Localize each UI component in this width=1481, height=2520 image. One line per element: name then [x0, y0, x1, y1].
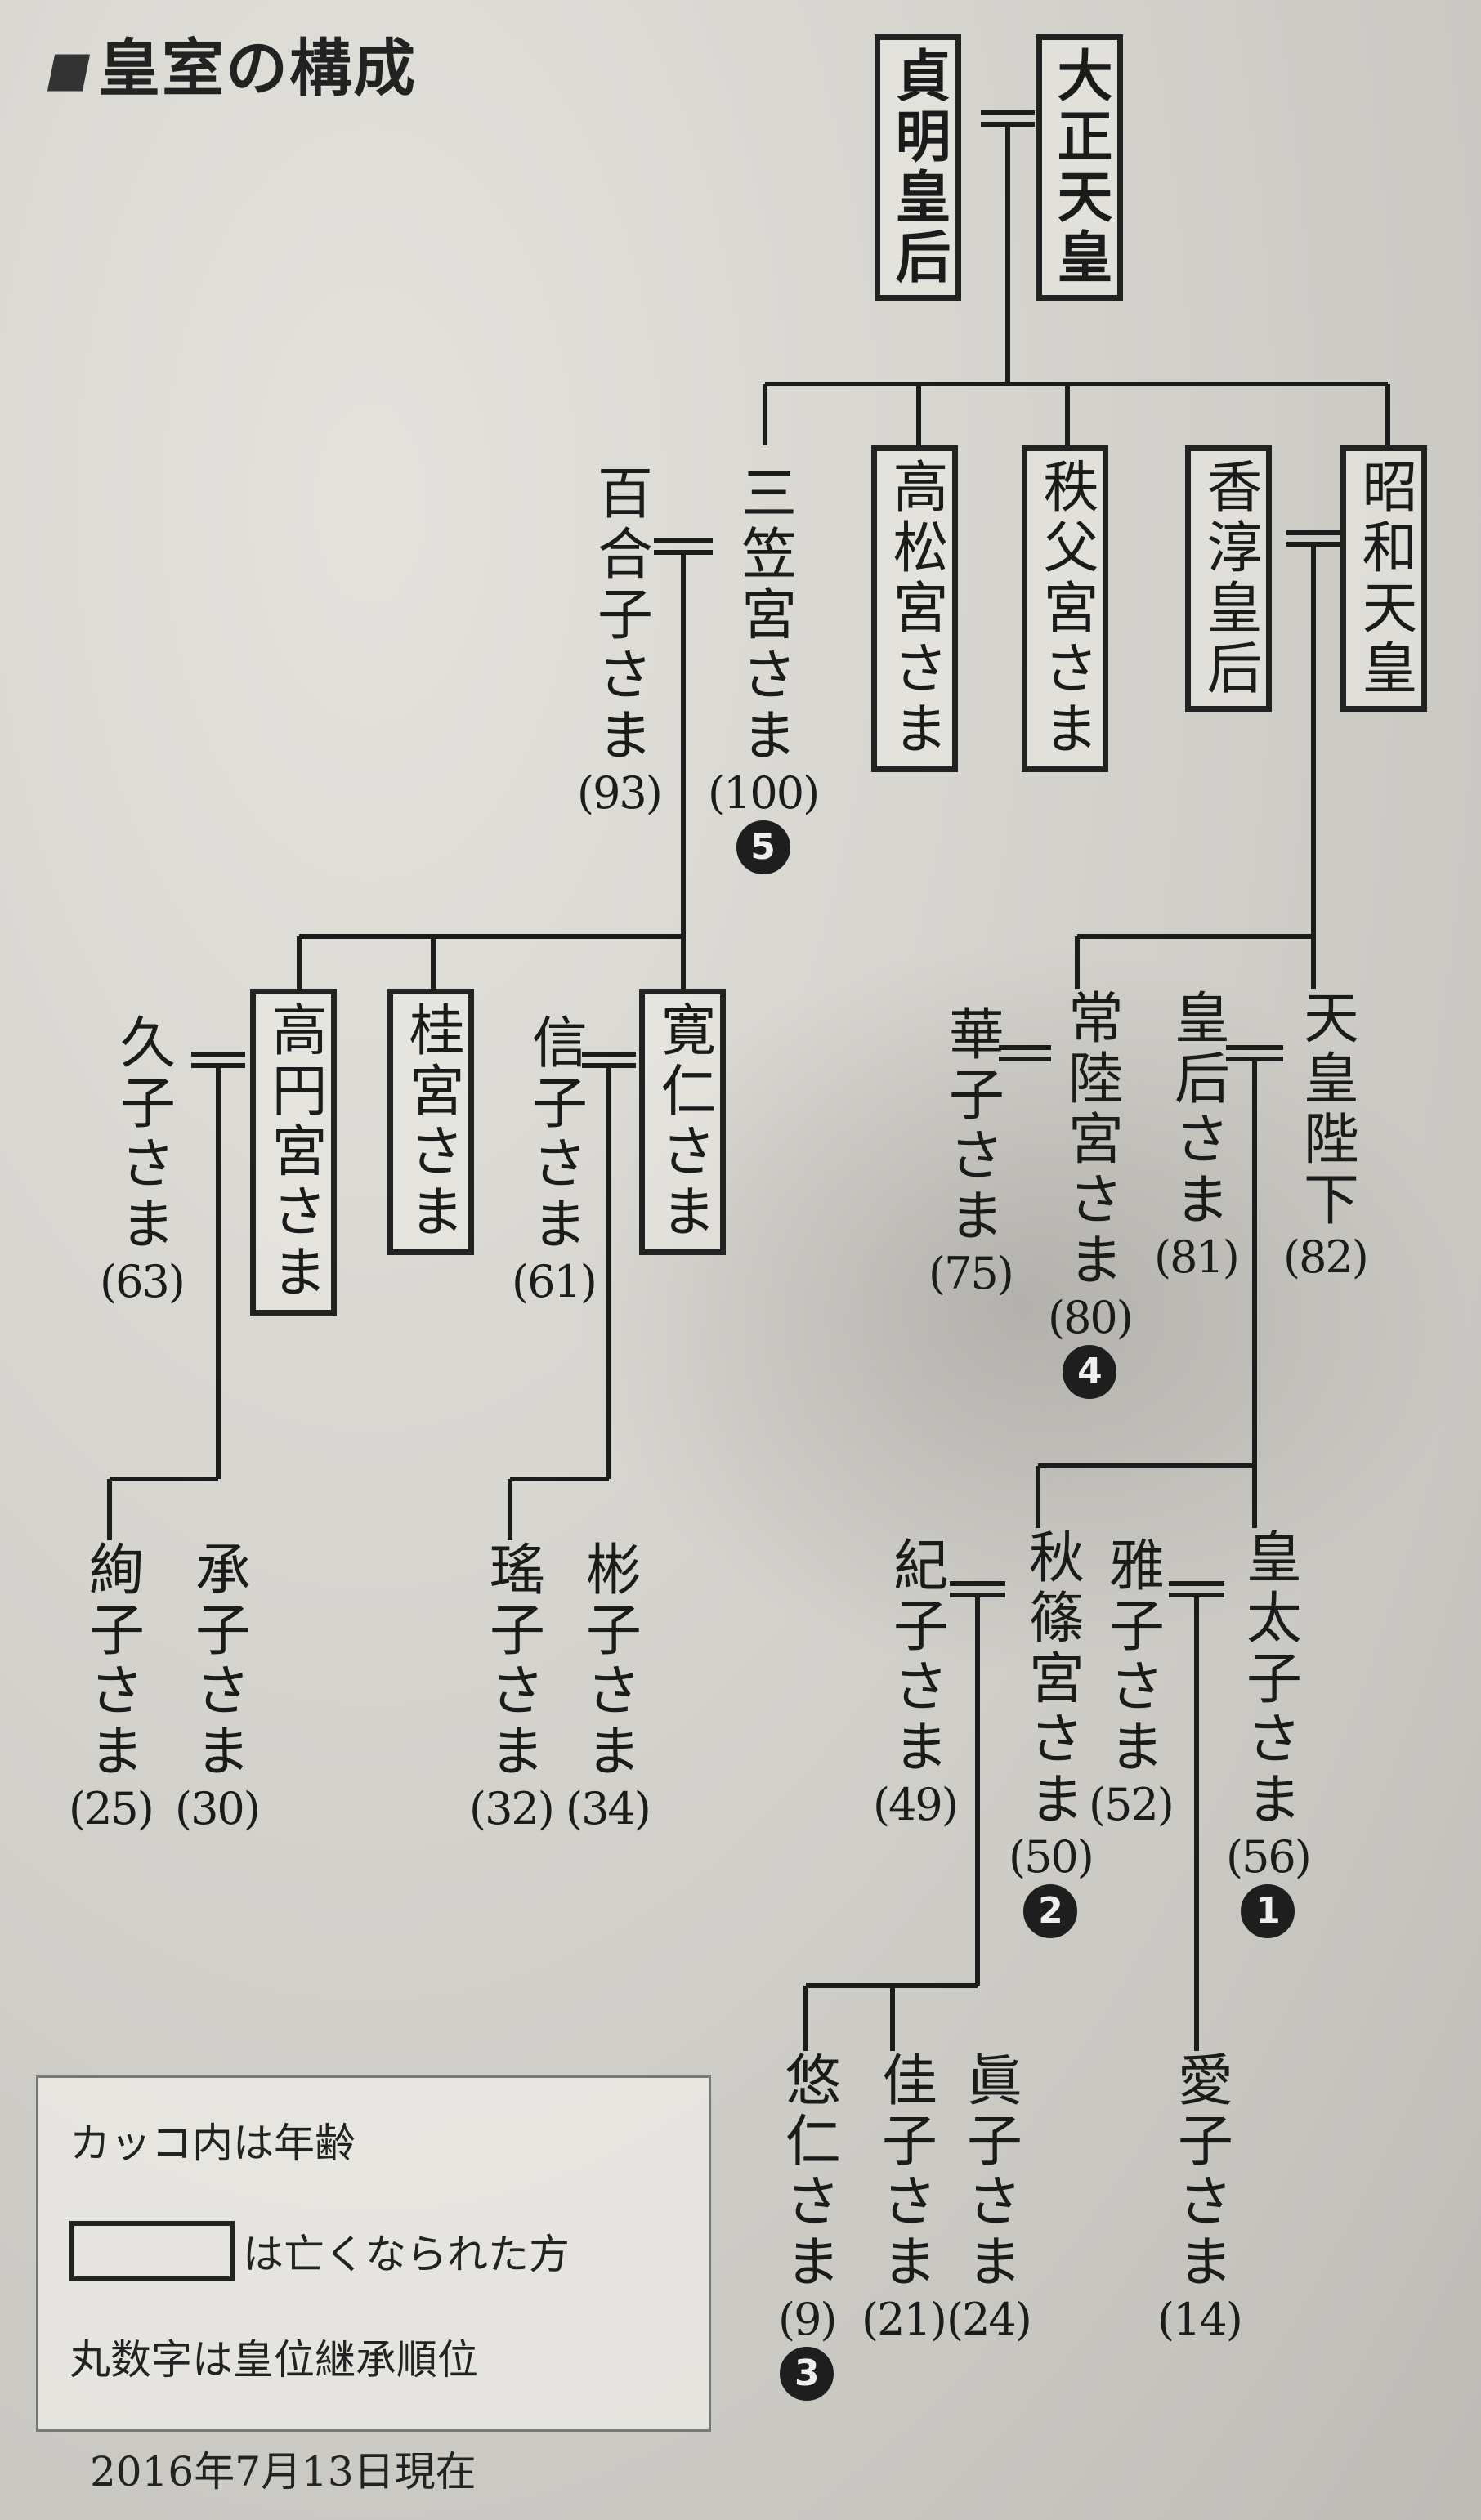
- person-tomohito: 寛仁さま: [639, 989, 726, 1255]
- person-hisako-age: (63): [100, 1256, 186, 1307]
- person-kako: 佳子さま (21): [861, 2051, 947, 2345]
- person-hisahito: 悠仁さま (9) 3: [775, 2051, 840, 2401]
- person-nobuko-age: (61): [512, 1256, 597, 1307]
- person-hitachi-name: 常陸宮さま: [1058, 989, 1123, 1291]
- person-mako-age: (24): [946, 2294, 1032, 2345]
- person-ayako-age: (25): [69, 1783, 154, 1834]
- person-hanako-age: (75): [928, 1248, 1014, 1299]
- person-yoko: 瑤子さま (32): [469, 1540, 555, 1834]
- chart-title-text: 皇室の構成: [98, 32, 417, 105]
- person-mikasa-name: 三笠宮さま: [731, 464, 796, 766]
- person-mikasa-rank: 5: [736, 820, 790, 874]
- person-masako: 雅子さま (52): [1089, 1536, 1175, 1830]
- person-takamatsu-name: 高松宮さま: [871, 445, 958, 772]
- person-teimei: 貞明皇后: [875, 34, 961, 301]
- person-chichibu: 秩父宮さま: [1022, 445, 1108, 772]
- person-mako-name: 眞子さま: [956, 2051, 1022, 2293]
- person-yuriko-age: (93): [577, 767, 663, 819]
- person-mikasa-age: (100): [708, 767, 820, 819]
- person-showa-name: 昭和天皇: [1340, 445, 1427, 712]
- person-kiko: 紀子さま (49): [873, 1536, 959, 1830]
- person-hisahito-name: 悠仁さま: [775, 2051, 840, 2293]
- person-tenno-name: 天皇陛下: [1293, 989, 1358, 1231]
- person-showa: 昭和天皇: [1340, 445, 1427, 712]
- person-kako-name: 佳子さま: [871, 2051, 937, 2293]
- as-of-date: 2016年7月13日現在: [90, 2448, 477, 2495]
- person-ayako-name: 絢子さま: [78, 1540, 144, 1782]
- person-tenno-age: (82): [1283, 1231, 1369, 1283]
- person-katsura: 桂宮さま: [387, 989, 474, 1255]
- person-ayako: 絢子さま (25): [69, 1540, 154, 1834]
- person-kojun: 香淳皇后: [1185, 445, 1272, 712]
- legend-age-note: カッコ内は年齢: [69, 2120, 356, 2167]
- person-akiko: 彬子さま (34): [566, 1540, 651, 1834]
- person-kiko-name: 紀子さま: [883, 1536, 948, 1778]
- person-tenno: 天皇陛下 (82): [1283, 989, 1369, 1283]
- person-kojun-name: 香淳皇后: [1185, 445, 1272, 712]
- person-yoko-age: (32): [469, 1783, 555, 1834]
- person-hitachi-rank: 4: [1063, 1345, 1117, 1399]
- person-masako-name: 雅子さま: [1098, 1536, 1164, 1778]
- person-akiko-name: 彬子さま: [575, 1540, 641, 1782]
- person-yoko-name: 瑤子さま: [479, 1540, 544, 1782]
- person-hitachi-age: (80): [1048, 1292, 1134, 1343]
- legend-box: カッコ内は年齢 は亡くなられた方 丸数字は皇位継承順位: [36, 2075, 711, 2432]
- legend-box-sample: [69, 2221, 235, 2281]
- person-takamatsu: 高松宮さま: [871, 445, 958, 772]
- person-kotaishi-age: (56): [1226, 1831, 1312, 1883]
- person-yuriko: 百合子さま (93): [577, 464, 663, 819]
- person-hitachi: 常陸宮さま (80) 4: [1048, 989, 1134, 1399]
- person-akishino-age: (50): [1009, 1831, 1094, 1883]
- person-yuriko-name: 百合子さま: [587, 464, 652, 766]
- person-hisako: 久子さま (63): [100, 1013, 186, 1307]
- person-chichibu-name: 秩父宮さま: [1022, 445, 1108, 772]
- person-taisho: 大正天皇: [1036, 34, 1123, 301]
- person-akiko-age: (34): [566, 1783, 651, 1834]
- person-masako-age: (52): [1089, 1779, 1175, 1830]
- person-teimei-name: 貞明皇后: [875, 34, 961, 301]
- person-tsuguko: 承子さま (30): [175, 1540, 261, 1834]
- person-katsura-name: 桂宮さま: [387, 989, 474, 1255]
- person-taisho-name: 大正天皇: [1036, 34, 1123, 301]
- person-kogo-name: 皇后さま: [1164, 989, 1229, 1231]
- person-akishino: 秋篠宮さま (50) 2: [1009, 1528, 1094, 1938]
- chart-title: 皇室の構成: [47, 18, 417, 108]
- person-aiko: 愛子さま (14): [1157, 2051, 1243, 2345]
- person-tomohito-name: 寛仁さま: [639, 989, 726, 1255]
- person-aiko-age: (14): [1157, 2294, 1243, 2345]
- person-nobuko: 信子さま (61): [512, 1013, 597, 1307]
- person-hanako-name: 華子さま: [938, 1005, 1004, 1247]
- person-tsuguko-name: 承子さま: [185, 1540, 250, 1782]
- person-akishino-name: 秋篠宮さま: [1018, 1528, 1084, 1830]
- person-mikasa: 三笠宮さま (100) 5: [708, 464, 820, 874]
- person-tsuguko-age: (30): [175, 1783, 261, 1834]
- person-takamado: 高円宮さま: [250, 989, 337, 1316]
- legend-box-row: は亡くなられた方: [69, 2221, 570, 2281]
- person-hanako: 華子さま (75): [928, 1005, 1014, 1299]
- person-kiko-age: (49): [873, 1779, 959, 1830]
- person-aiko-name: 愛子さま: [1167, 2051, 1233, 2293]
- person-akishino-rank: 2: [1023, 1884, 1078, 1938]
- person-takamado-name: 高円宮さま: [250, 989, 337, 1316]
- person-kogo: 皇后さま (81): [1154, 989, 1240, 1283]
- person-kotaishi: 皇太子さま (56) 1: [1226, 1528, 1312, 1938]
- person-hisahito-age: (9): [778, 2294, 837, 2345]
- person-kotaishi-rank: 1: [1241, 1884, 1295, 1938]
- person-nobuko-name: 信子さま: [521, 1013, 587, 1255]
- person-mako: 眞子さま (24): [946, 2051, 1032, 2345]
- person-hisahito-rank: 3: [780, 2347, 834, 2401]
- legend-rank-note: 丸数字は皇位継承順位: [69, 2336, 478, 2384]
- person-kako-age: (21): [861, 2294, 947, 2345]
- person-hisako-name: 久子さま: [110, 1013, 175, 1255]
- person-kogo-age: (81): [1154, 1231, 1240, 1283]
- legend-box-note: は亡くなられた方: [243, 2231, 570, 2278]
- person-kotaishi-name: 皇太子さま: [1236, 1528, 1301, 1830]
